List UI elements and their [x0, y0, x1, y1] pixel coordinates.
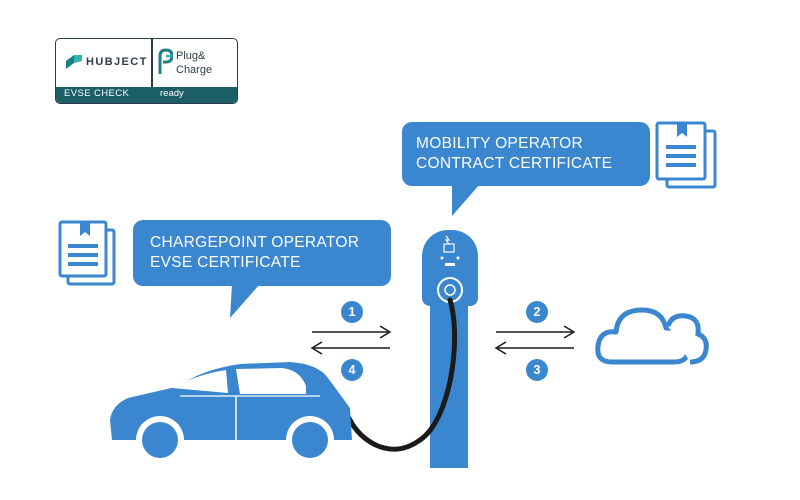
hubject-plug-and-charge-badge: HUBJECT Plug& Charge EVSE CHECK ready [55, 38, 238, 104]
electric-car-icon [110, 362, 352, 464]
badge-bottom-bar: EVSE CHECK ready [56, 87, 237, 103]
badge-product-line2: Charge [176, 64, 213, 76]
mo-callout-line2: CONTRACT CERTIFICATE [416, 155, 613, 172]
mo-callout-bubble [402, 122, 650, 216]
plug-and-charge-logo-icon [158, 48, 173, 74]
arrow-left-icon-2 [494, 341, 574, 355]
arrow-right-icon-2 [496, 325, 576, 339]
mo-callout-line1: MOBILITY OPERATOR [416, 135, 584, 152]
document-stack-icon-right [655, 121, 717, 189]
badge-evse-check: EVSE CHECK [64, 88, 130, 99]
badge-product-line1: Plug& [176, 50, 206, 62]
badge-divider [151, 39, 153, 103]
mo-callout-text: MOBILITY OPERATOR CONTRACT CERTIFICATE [416, 134, 612, 174]
step-number-1: 1 [341, 301, 363, 323]
badge-top: HUBJECT Plug& Charge [56, 39, 237, 89]
cpo-callout-bubble [133, 220, 391, 318]
step-number-2: 2 [526, 301, 548, 323]
cloud-icon-back [665, 313, 709, 365]
badge-brand: HUBJECT [86, 56, 148, 68]
hubject-logo-icon [66, 55, 82, 69]
arrow-left-icon [310, 341, 390, 355]
cpo-callout-text: CHARGEPOINT OPERATOR EVSE CERTIFICATE [150, 233, 359, 273]
badge-status: ready [160, 88, 184, 99]
badge-product: Plug& Charge [176, 49, 212, 77]
document-stack-icon [58, 220, 116, 286]
cpo-callout-line1: CHARGEPOINT OPERATOR [150, 234, 360, 251]
step-number-3: 3 [526, 359, 548, 381]
cpo-callout-line2: EVSE CERTIFICATE [150, 254, 301, 271]
arrow-right-icon [312, 325, 392, 339]
step-number-4: 4 [341, 359, 363, 381]
